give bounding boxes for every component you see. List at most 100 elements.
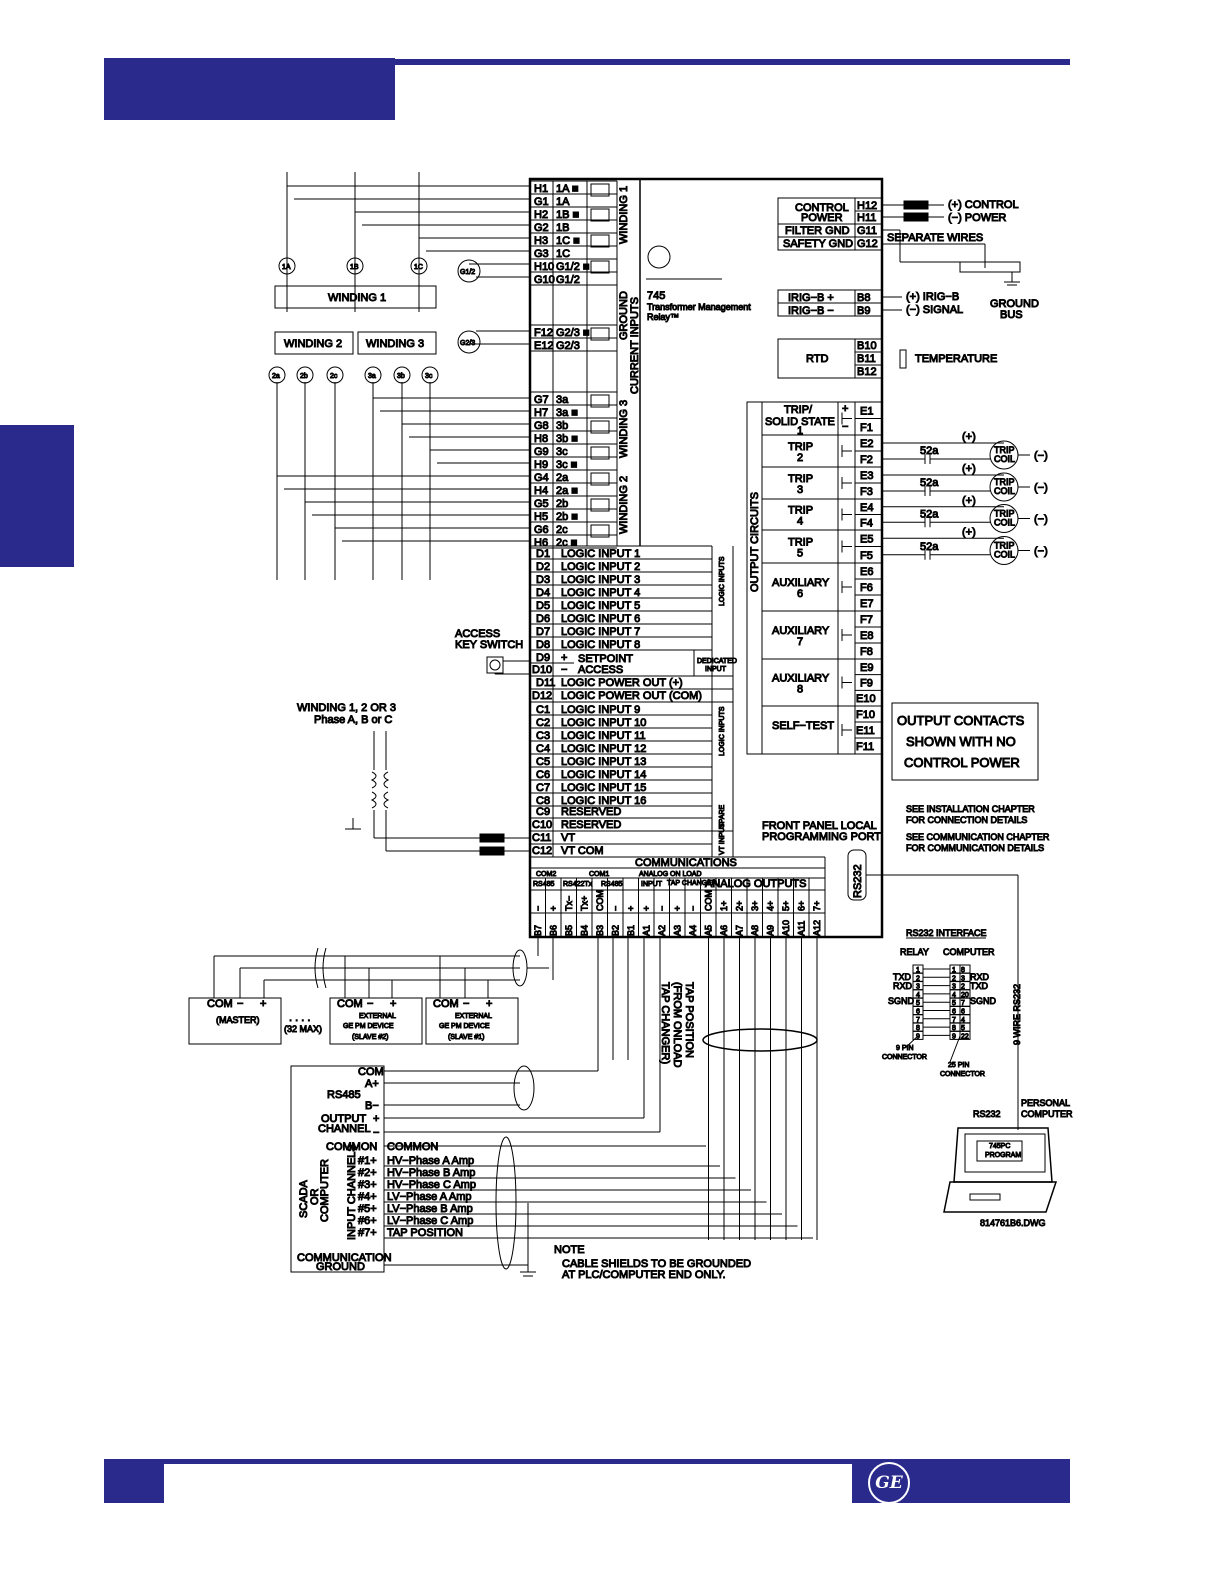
ci-terminal: H9 [534, 459, 548, 471]
plus-d9: + [561, 652, 567, 664]
scada-channel-label: LV−Phase C Amp [387, 1215, 473, 1227]
comm-sign: − [688, 906, 698, 911]
dedicated-label2: INPUT [705, 666, 727, 673]
scada-common2: COMMON [387, 1141, 438, 1153]
key-switch-icon[interactable] [486, 656, 504, 674]
ct-input-icon [590, 446, 610, 460]
term-h12: H12 [857, 200, 877, 212]
logic-terminal: D8 [536, 639, 550, 651]
master-label: (MASTER) [216, 1015, 260, 1025]
ci-phase: 2c [556, 524, 568, 536]
slave1-minus: − [463, 998, 469, 1010]
slave1-plus: + [486, 998, 492, 1010]
ct-label: 3b [397, 373, 405, 380]
winding3-label: WINDING 3 [366, 338, 424, 350]
access-switch-label2: KEY SWITCH [455, 639, 523, 651]
comm-sign: 4+ [766, 901, 776, 911]
logic-input-label: LOGIC INPUT 1 [561, 548, 640, 560]
logic-terminal: C1 [536, 704, 550, 716]
comm-sign: Tx− [564, 896, 574, 911]
onload-label: ON LOAD [670, 871, 702, 878]
ct-circle-icon [346, 257, 364, 275]
ct-ground-icon [457, 330, 481, 354]
comm-terminal: B2 [611, 925, 621, 936]
output-terminal: F2 [860, 454, 873, 466]
max-devices: (32 MAX) [284, 1024, 322, 1034]
com2-label: COM2 [536, 871, 556, 878]
pin25a-num: 9 [952, 1033, 956, 1040]
output-terminal: F4 [860, 517, 873, 529]
output-terminal: F3 [860, 486, 873, 498]
comm-sign: 3+ [750, 901, 760, 911]
output-terminal: F7 [860, 614, 873, 626]
pin25a-num: 3 [952, 984, 956, 991]
ground-bus-label2: BUS [1000, 309, 1023, 321]
com2-rs485: RS485 [533, 881, 555, 888]
comm-sign: − [611, 906, 621, 911]
scada-common: COMMON [326, 1141, 377, 1153]
relay-num: 8 [797, 684, 803, 696]
pin25b-num: 2 [961, 984, 965, 991]
scada-channel-num: #4+ [358, 1191, 377, 1203]
master-plus: + [260, 998, 266, 1010]
slave1-com: COM [433, 998, 459, 1010]
ci-terminal: H6 [534, 537, 548, 549]
ss-plus: + [842, 403, 848, 415]
slave2-device-label: GE PM DEVICE [343, 1023, 394, 1030]
safety-gnd-label: SAFETY GND [783, 238, 853, 250]
slave1-ext: EXTERNAL [455, 1013, 492, 1020]
comm-terminal: A3 [673, 925, 683, 936]
ci-terminal: G9 [534, 446, 549, 458]
comm-sign: COM [595, 890, 605, 911]
ci-terminal: G3 [534, 248, 549, 260]
ci-phase: 3a ■ [556, 407, 578, 419]
scada-side4: INPUT CHANNELS [346, 1144, 358, 1240]
ref-communication: SEE COMMUNICATION CHAPTER [906, 832, 1050, 842]
relay-name: Transformer Management [647, 302, 751, 312]
ct-label: 2a [272, 373, 280, 380]
logic-input-label: LOGIC INPUT 14 [561, 769, 646, 781]
term-d9: D9 [536, 652, 550, 664]
header-rule [395, 59, 1070, 65]
ct-input-icon [590, 234, 610, 248]
pc-rs232-label: RS232 [973, 1109, 1001, 1119]
ct-label: 3c [425, 373, 433, 380]
pin25b-num: 20 [961, 992, 969, 999]
logic-terminal: D6 [536, 613, 550, 625]
logic-input-label: LOGIC INPUT 13 [561, 756, 646, 768]
minus-label: (−) [1034, 546, 1048, 558]
comm-sign: − [657, 906, 667, 911]
logic-input-label: LOGIC INPUT 6 [561, 613, 640, 625]
ref-communication2: FOR COMMUNICATION DETAILS [906, 843, 1044, 853]
ct-input-icon [590, 420, 610, 434]
ci-phase: G1/2 ■ [556, 261, 590, 273]
c10-label: RESERVED [561, 819, 621, 831]
coil-label1: TRIP [994, 541, 1015, 551]
ref-installation2: FOR CONNECTION DETAILS [906, 815, 1027, 825]
logic-inputs-group2: LOGIC INPUTS [719, 706, 726, 756]
comm-sign: Tx+ [580, 896, 590, 911]
comm-terminal: B5 [564, 925, 574, 936]
logic-terminal: C6 [536, 769, 550, 781]
ci-terminal: H1 [534, 183, 548, 195]
ct-input-icon [590, 394, 610, 408]
ground-section-label: GROUND [618, 291, 630, 340]
lower-ct-wiring [276, 382, 530, 580]
term-b10: B10 [857, 340, 877, 352]
ci-phase: 3a [556, 394, 569, 406]
pin25a-num: 7 [952, 1017, 956, 1024]
ci-terminal: H3 [534, 235, 548, 247]
rs232-txd: TXD [893, 972, 912, 982]
control-label: CONTROL [795, 202, 849, 214]
pin9-num: 7 [916, 1017, 920, 1024]
scada-channel-label: HV−Phase A Amp [387, 1155, 474, 1167]
relay-num: 4 [797, 516, 803, 528]
comm-sign: 2+ [735, 901, 745, 911]
comm-terminal: B3 [595, 925, 605, 936]
relay-name2: Relay™ [647, 312, 679, 322]
output-note-box [891, 702, 1039, 781]
minus-d10: − [561, 664, 567, 676]
analog-cable-shield [702, 1028, 818, 1052]
